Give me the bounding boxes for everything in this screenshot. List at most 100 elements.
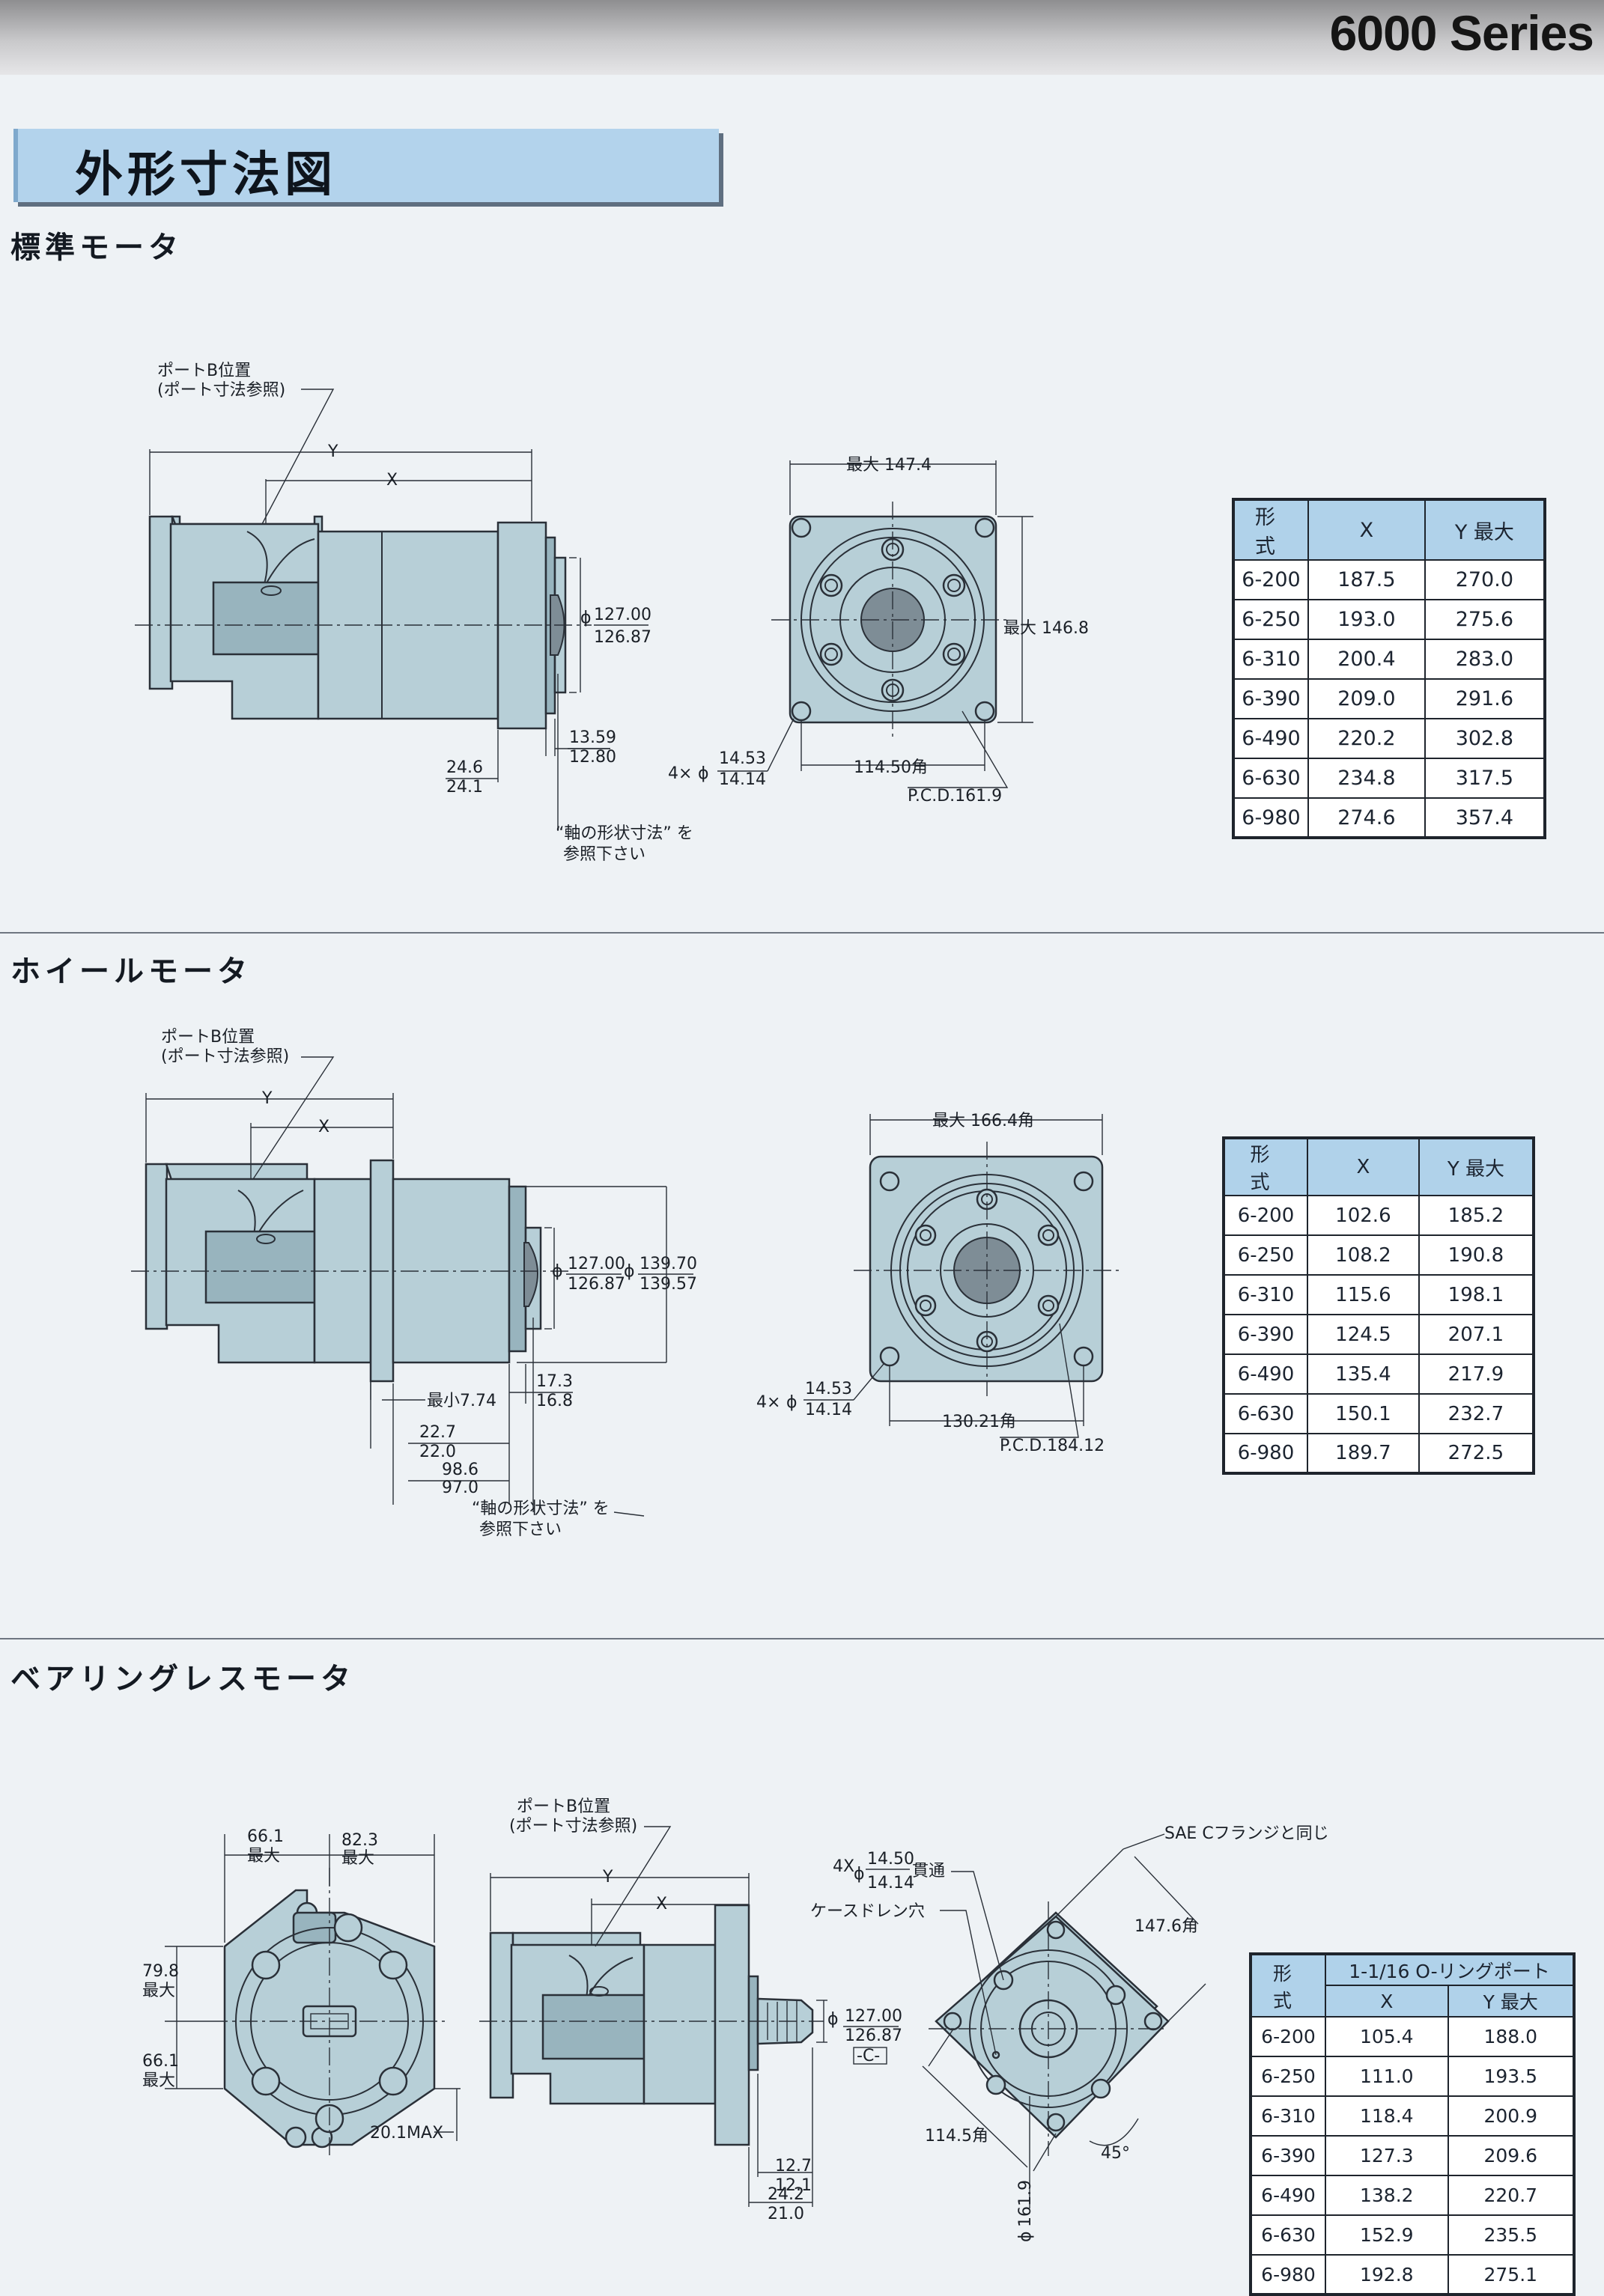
svg-text:X: X — [386, 471, 398, 490]
svg-text:最大: 最大 — [247, 1847, 280, 1866]
svg-text:Y: Y — [602, 1868, 613, 1887]
col-model: 形 式 — [1233, 499, 1309, 561]
svg-text:22.0: 22.0 — [419, 1443, 456, 1461]
bearingless-front-view: 147.6角 114.5角 45° ϕ 161.9 4X ϕ 14.50 14.… — [810, 1824, 1329, 2242]
col-model: 形 式 — [1250, 1953, 1326, 2018]
svg-text:127.00: 127.00 — [568, 1255, 625, 1273]
wheel-front-view: 最大 166.4角 130.21角 4× ϕ 14.53 14.14 P.C.D… — [756, 1112, 1120, 1455]
svg-text:ケースドレン穴: ケースドレン穴 — [810, 1902, 925, 1921]
svg-text:(ポート寸法参照): (ポート寸法参照) — [509, 1817, 637, 1836]
col-x: X — [1307, 1137, 1420, 1196]
col-x: X — [1307, 499, 1426, 561]
svg-text:82.3: 82.3 — [341, 1831, 378, 1850]
svg-text:最大: 最大 — [142, 2071, 175, 2090]
page-title-banner: 外形寸法図 — [13, 129, 719, 203]
svg-text:97.0: 97.0 — [442, 1479, 479, 1497]
col-port-group: 1-1/16 O-リングポート — [1325, 1953, 1575, 1986]
svg-text:参照下さい: 参照下さい — [563, 845, 645, 864]
svg-text:最大 166.4角: 最大 166.4角 — [932, 1112, 1034, 1130]
svg-text:Y: Y — [261, 1089, 273, 1108]
bearingless-side-view: Y X ポートB位置 (ポート寸法参照) ϕ 127.00 126.87 -C-… — [479, 1797, 902, 2223]
svg-text:66.1: 66.1 — [247, 1827, 284, 1846]
svg-text:P.C.D.184.12: P.C.D.184.12 — [1000, 1437, 1105, 1455]
svg-text:“軸の形状寸法” を: “軸の形状寸法” を — [556, 824, 693, 843]
svg-text:12.7: 12.7 — [775, 2157, 812, 2175]
svg-text:130.21角: 130.21角 — [942, 1413, 1016, 1431]
section-title-wheel: ホイールモータ — [10, 954, 252, 989]
svg-text:(ポート寸法参照): (ポート寸法参照) — [161, 1047, 289, 1066]
header-bar — [0, 0, 1604, 75]
svg-text:ϕ: ϕ — [827, 2010, 839, 2029]
col-y-max: Y 最大 — [1447, 1985, 1576, 2018]
svg-text:ϕ: ϕ — [1016, 2231, 1035, 2242]
svg-text:14.14: 14.14 — [867, 1874, 914, 1892]
svg-text:24.6: 24.6 — [446, 758, 483, 777]
svg-text:最大: 最大 — [341, 1849, 374, 1868]
section-title-standard: 標準モータ — [10, 231, 183, 265]
svg-text:Y: Y — [327, 442, 338, 461]
svg-text:ϕ: ϕ — [854, 1865, 865, 1884]
svg-text:ϕ: ϕ — [698, 764, 709, 783]
section-divider — [0, 1638, 1604, 1639]
col-x: X — [1325, 1985, 1449, 2018]
svg-text:4X: 4X — [833, 1857, 854, 1876]
svg-text:P.C.D.161.9: P.C.D.161.9 — [908, 787, 1002, 806]
svg-text:24.1: 24.1 — [446, 778, 483, 797]
svg-text:22.7: 22.7 — [419, 1423, 456, 1442]
svg-text:127.00: 127.00 — [594, 606, 651, 624]
svg-text:12.80: 12.80 — [569, 748, 616, 767]
standard-front-view: 最大 147.4 最大 146.8 114.50角 4× ϕ 14.53 14.… — [668, 456, 1089, 806]
svg-text:X: X — [318, 1118, 329, 1136]
svg-text:SAE Cフランジと同じ: SAE Cフランジと同じ — [1164, 1824, 1329, 1843]
svg-text:最小7.74: 最小7.74 — [427, 1392, 496, 1410]
svg-text:21.0: 21.0 — [768, 2205, 804, 2223]
svg-text:20.1MAX: 20.1MAX — [370, 2124, 443, 2143]
svg-text:114.5角: 114.5角 — [925, 2127, 988, 2146]
svg-text:ポートB位置: ポートB位置 — [517, 1797, 610, 1816]
svg-text:ポートB位置: ポートB位置 — [157, 362, 251, 380]
svg-text:24.2: 24.2 — [768, 2185, 804, 2204]
svg-text:16.8: 16.8 — [536, 1392, 573, 1410]
svg-text:126.87: 126.87 — [594, 628, 651, 647]
svg-text:14.53: 14.53 — [719, 749, 766, 768]
col-y-max: Y 最大 — [1424, 499, 1546, 561]
svg-text:ϕ: ϕ — [580, 609, 592, 627]
svg-text:126.87: 126.87 — [845, 2026, 902, 2045]
standard-side-view: Y X ポートB位置 (ポート寸法参照) ϕ 127.00 126.87 13.… — [135, 362, 693, 864]
svg-text:X: X — [656, 1895, 667, 1913]
svg-text:14.53: 14.53 — [805, 1380, 852, 1398]
svg-text:ポートB位置: ポートB位置 — [161, 1028, 255, 1047]
svg-text:161.9: 161.9 — [1016, 2180, 1035, 2227]
col-y-max: Y 最大 — [1418, 1137, 1535, 1196]
col-model: 形 式 — [1223, 1137, 1308, 1196]
svg-text:ϕ: ϕ — [552, 1262, 563, 1281]
svg-text:13.59: 13.59 — [569, 728, 616, 747]
svg-text:45°: 45° — [1101, 2144, 1130, 2163]
svg-text:最大 147.4: 最大 147.4 — [846, 456, 932, 475]
svg-text:貫通: 貫通 — [912, 1862, 945, 1881]
svg-text:139.70: 139.70 — [640, 1255, 697, 1273]
svg-text:126.87: 126.87 — [568, 1275, 625, 1294]
